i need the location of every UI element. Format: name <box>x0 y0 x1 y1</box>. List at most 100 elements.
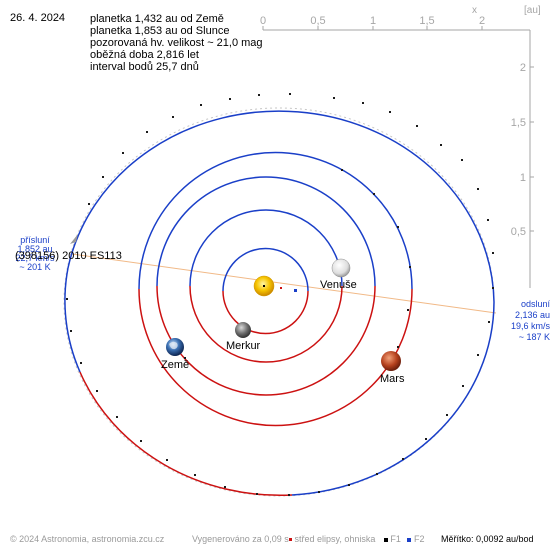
mercury-orbit-above <box>222 247 309 292</box>
asteroid-dot <box>492 287 494 289</box>
asteroid-dot <box>140 440 142 442</box>
aphelion-speed: 19,6 km/s <box>510 321 550 331</box>
earth-label: Země <box>161 359 190 371</box>
right-tick-label: 0,5 <box>511 226 526 238</box>
asteroid-dot <box>146 131 148 133</box>
asteroid-dot <box>461 159 463 161</box>
asteroid-dot <box>488 321 490 323</box>
asteroid-dot <box>289 93 291 95</box>
asteroid-dot <box>348 484 350 486</box>
mars-orbit-dots <box>341 169 411 348</box>
earth-cloud-shape <box>169 341 178 350</box>
asteroid-dot <box>88 203 90 205</box>
footer-generated: Vygenerováno za 0,09 s <box>192 534 289 544</box>
mercury-label: Merkur <box>226 340 261 352</box>
asteroid-dot <box>462 385 464 387</box>
mars-orbit-above <box>138 151 413 290</box>
earth-position-dot <box>184 357 186 359</box>
legend-center-label: střed elipsy, ohniska <box>294 534 376 544</box>
asteroid-icon <box>70 234 78 244</box>
asteroid-dot <box>333 97 335 99</box>
top-tick-label: 2 <box>479 15 485 27</box>
venus-orbit-above <box>189 209 343 287</box>
perihelion-distance: 1,852 au <box>17 244 53 254</box>
mars-dot <box>341 169 343 171</box>
asteroid-dot <box>224 486 226 488</box>
asteroid-dot <box>194 474 196 476</box>
top-tick-label: 0,5 <box>310 15 325 27</box>
aphelion-temp: ~ 187 K <box>518 332 550 342</box>
perihelion-temp: ~ 201 K <box>19 262 51 272</box>
earth-orbit-above <box>156 176 376 287</box>
asteroid-dot <box>172 116 174 118</box>
aphelion-label: odsluní 2,136 au 19,6 km/s ~ 187 K <box>508 299 550 343</box>
asteroid-dot <box>440 144 442 146</box>
asteroid-dot <box>477 188 479 190</box>
top-tick-label: 0 <box>260 15 266 27</box>
legend-f1-label: F1 <box>390 534 401 544</box>
asteroid-name: (398156) 2010 ES113 <box>15 250 122 262</box>
aphelion-title: odsluní <box>520 299 550 309</box>
info-distance-sun: planetka 1,853 au od Slunce <box>90 25 230 37</box>
asteroid-dot <box>376 473 378 475</box>
legend-center-marker <box>289 538 292 542</box>
legend-f2-marker <box>407 537 412 542</box>
asteroid-dot <box>487 219 489 221</box>
right-tick-label: 1,5 <box>511 117 526 129</box>
perihelion-speed: 22,7 km/s <box>15 253 55 263</box>
asteroid-dot <box>166 459 168 461</box>
asteroid-orbit-below <box>79 371 293 497</box>
sun-center-dot <box>263 285 265 287</box>
asteroid-dot <box>229 98 231 100</box>
asteroid-dot <box>258 94 260 96</box>
venus-orbit-below <box>189 285 343 363</box>
asteroid-position-dots <box>66 93 494 496</box>
asteroid-orbit-above <box>64 267 81 373</box>
asteroid-dot <box>66 298 68 300</box>
info-magnitude: pozorovaná hv. velikost ~ 21,0 mag <box>90 37 263 49</box>
mars-dot <box>397 226 399 228</box>
asteroid-dot <box>288 494 290 496</box>
unit-label: [au] <box>524 5 541 16</box>
asteroid-dot <box>362 102 364 104</box>
mars-dot <box>373 193 375 195</box>
asteroid-dot <box>446 414 448 416</box>
info-period: oběžná doba 2,816 let <box>90 49 199 61</box>
mars-label: Mars <box>380 373 405 385</box>
mars-orbit-below <box>138 288 413 427</box>
date-label: 26. 4. 2024 <box>10 12 66 24</box>
info-distance-earth: planetka 1,432 au od Země <box>90 13 224 25</box>
perihelion-label: přísluní 1,852 au 22,7 km/s ~ 201 K <box>13 236 57 272</box>
mars-icon <box>381 351 401 371</box>
venus-label: Venuše <box>320 279 357 291</box>
asteroid-dot <box>256 493 258 495</box>
footer-legend: střed elipsy, ohniska F1 F2 <box>289 534 424 544</box>
asteroid-dot <box>477 354 479 356</box>
asteroid-orbit-above <box>291 301 495 496</box>
legend-f1-marker <box>383 537 388 542</box>
top-tick-label: 1,5 <box>419 15 434 27</box>
right-tick-label: 1 <box>520 172 526 184</box>
x-axis-label: x <box>472 5 477 16</box>
asteroid-dot <box>416 125 418 127</box>
venus-icon <box>331 258 351 278</box>
asteroid-dot <box>70 330 72 332</box>
asteroid-dot <box>96 390 98 392</box>
footer-scale: Měřítko: 0,0092 au/bod <box>441 534 534 544</box>
asteroid-dot <box>402 458 404 460</box>
asteroid-orbit-above <box>67 110 495 303</box>
mars-dot <box>409 266 411 268</box>
top-tick-label: 1 <box>370 15 376 27</box>
asteroid-dot <box>492 252 494 254</box>
ellipse-center-marker <box>280 287 282 289</box>
mercury-icon <box>235 322 251 338</box>
asteroid-dot <box>200 104 202 106</box>
aphelion-distance: 2,136 au <box>514 310 550 320</box>
asteroid-dot <box>80 362 82 364</box>
asteroid-dot <box>318 491 320 493</box>
right-tick-label: 2 <box>520 62 526 74</box>
perihelion-title: přísluní <box>20 235 50 245</box>
info-point-interval: interval bodů 25,7 dnů <box>90 61 199 73</box>
